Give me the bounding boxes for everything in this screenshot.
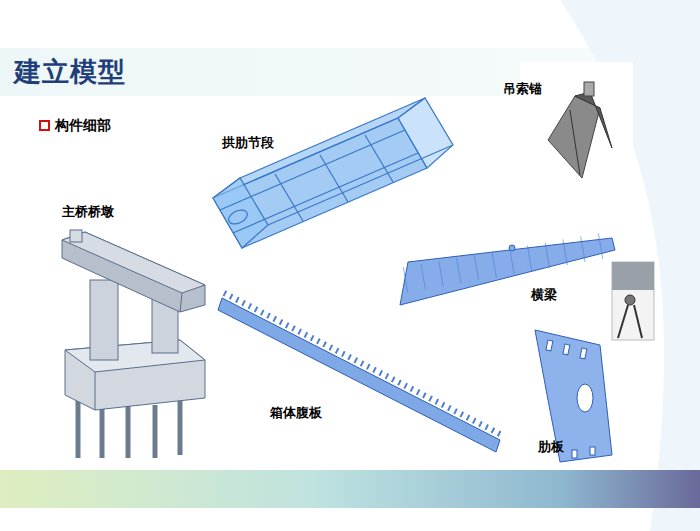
main-pier xyxy=(62,230,205,458)
cross-beam xyxy=(400,238,615,305)
part-label: 横梁 xyxy=(531,286,557,304)
box-web-plate xyxy=(218,293,502,452)
part-label: 肋板 xyxy=(538,438,564,456)
rib-plate xyxy=(535,330,612,462)
section-heading: 构件细部 xyxy=(55,117,111,135)
part-label: 拱肋节段 xyxy=(222,134,274,152)
slide-title: 建立模型 xyxy=(14,54,126,90)
part-label: 主桥桥墩 xyxy=(62,203,114,221)
anchor-detail xyxy=(612,262,654,340)
arch-rib-segment xyxy=(213,98,453,248)
part-label: 箱体腹板 xyxy=(270,404,322,422)
part-label: 吊索锚 xyxy=(503,80,542,98)
bullet-square xyxy=(40,121,49,130)
footer-band xyxy=(0,470,700,508)
